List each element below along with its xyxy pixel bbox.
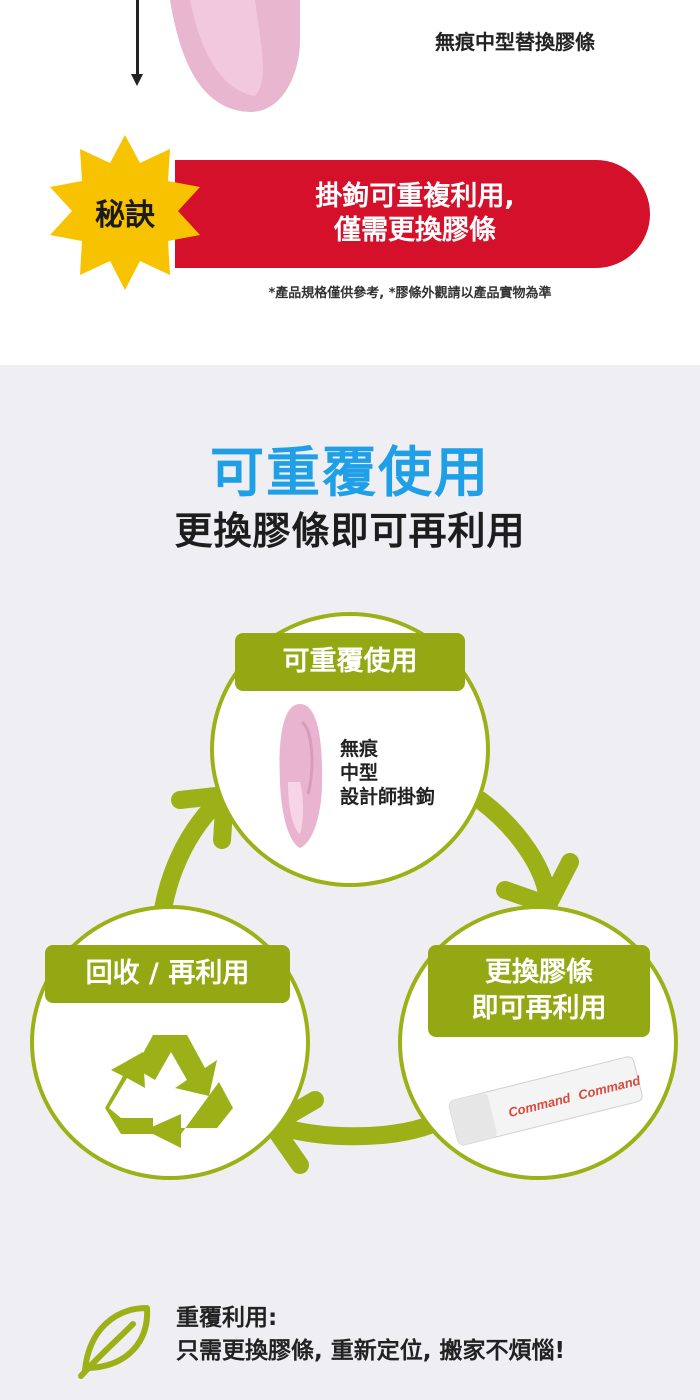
star-badge-icon xyxy=(50,135,200,290)
desc-line-1: 無痕 xyxy=(340,738,379,760)
step-reuse-label: 可重覆使用 xyxy=(235,633,465,691)
strip-label: 無痕中型替換膠條 xyxy=(435,30,595,54)
banner-line-1: 掛鉤可重複利用, xyxy=(315,181,515,212)
step-recycle-label: 回收 / 再利用 xyxy=(45,945,290,1003)
footer-text: 重覆利用: 只需更換膠條, 重新定位, 搬家不煩惱! xyxy=(176,1302,676,1368)
step-reuse-desc: 無痕 中型 設計師掛鉤 xyxy=(340,737,435,809)
desc-line-3: 設計師掛鉤 xyxy=(340,786,436,808)
leaf-icon xyxy=(78,1305,151,1379)
tip-banner xyxy=(175,160,650,268)
main-title: 可重覆使用 xyxy=(210,441,490,504)
tip-badge: 秘訣 xyxy=(95,198,155,233)
hook-image-top xyxy=(170,0,300,112)
footer-heading: 重覆利用: xyxy=(176,1305,278,1331)
hook-icon xyxy=(279,704,323,848)
down-arrow-head xyxy=(131,74,143,86)
recycle-icon xyxy=(105,1035,233,1148)
banner-text: 掛鉤可重複利用, 僅需更換膠條 xyxy=(200,180,630,248)
step-replace-label: 更換膠條 即可再利用 xyxy=(428,945,650,1037)
footer-body: 只需更換膠條, 重新定位, 搬家不煩惱! xyxy=(176,1338,565,1364)
disclaimer-note: *產品規格僅供參考, *膠條外觀請以產品實物為準 xyxy=(268,286,552,301)
banner-line-2: 僅需更換膠條 xyxy=(334,215,496,246)
replace-line-1: 更換膠條 xyxy=(485,957,593,988)
adhesive-strip-image: Command Command xyxy=(448,1056,643,1146)
desc-line-2: 中型 xyxy=(340,762,379,784)
replace-line-2: 即可再利用 xyxy=(471,993,607,1024)
sub-title: 更換膠條即可再利用 xyxy=(174,509,526,553)
down-arrow-icon xyxy=(136,0,139,76)
cycle-arrow-icon xyxy=(151,786,579,1174)
